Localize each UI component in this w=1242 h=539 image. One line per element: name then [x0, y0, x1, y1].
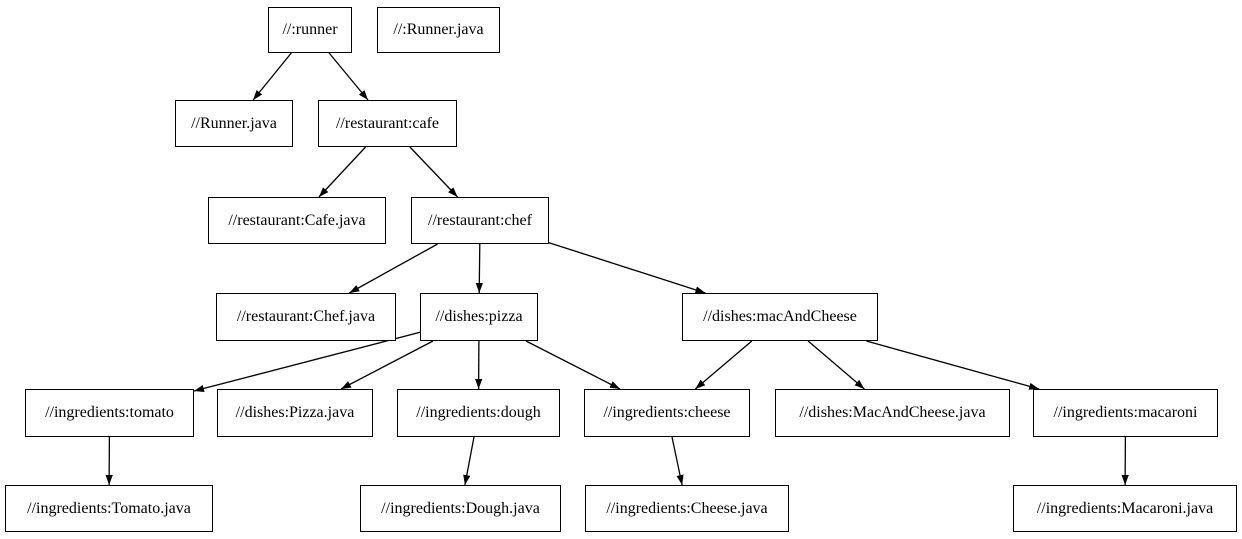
graph-node-chef: //restaurant:chef: [411, 197, 549, 244]
graph-node-chef-java: //restaurant:Chef.java: [216, 293, 396, 341]
graph-node-dough: //ingredients:dough: [397, 389, 560, 437]
edge-cafe-to-chef: [409, 146, 459, 198]
graph-node-pizza-java: //dishes:Pizza.java: [217, 389, 373, 437]
graph-node-label: //dishes:macAndCheese: [703, 308, 857, 325]
edge-cheese-to-cheese-java: [671, 436, 684, 486]
graph-node-macandcheese-java: //dishes:MacAndCheese.java: [775, 389, 1010, 437]
edge-chef-to-macandcheese: [548, 242, 706, 294]
graph-node-runner-java: //Runner.java: [175, 100, 293, 147]
graph-node-label: //restaurant:cafe: [335, 114, 440, 132]
graph-node-macaroni-java: //ingredients:Macaroni.java: [1013, 485, 1237, 532]
graph-node-label: //restaurant:Cafe.java: [228, 211, 366, 229]
graph-node-label: //:Runner.java: [393, 21, 484, 38]
graph-node-cheese: //ingredients:cheese: [584, 389, 750, 437]
graph-node-label: //ingredients:cheese: [603, 404, 731, 421]
graph-node-cheese-java: //ingredients:Cheese.java: [585, 485, 789, 532]
edge-pizza-to-tomato: [193, 331, 421, 392]
graph-node-macaroni: //ingredients:macaroni: [1033, 389, 1218, 437]
graph-node-label: //dishes:Pizza.java: [235, 404, 355, 421]
edge-pizza-to-pizza-java: [340, 340, 434, 390]
graph-node-label: //ingredients:Macaroni.java: [1036, 499, 1214, 517]
graph-node-label: //ingredients:macaroni: [1053, 404, 1198, 421]
graph-node-label: //ingredients:Tomato.java: [27, 499, 191, 517]
graph-node-cafe: //restaurant:cafe: [318, 100, 457, 147]
edge-pizza-to-cheese: [525, 340, 621, 390]
graph-node-pizza: //dishes:pizza: [420, 293, 538, 341]
graph-node-label: //restaurant:chef: [428, 211, 532, 229]
graph-node-runner-java-file: //:Runner.java: [377, 7, 500, 53]
graph-node-label: //:runner: [282, 21, 338, 38]
edge-runner-to-runner-java: [252, 52, 292, 101]
graph-node-macandcheese: //dishes:macAndCheese: [682, 293, 878, 341]
graph-node-dough-java: //ingredients:Dough.java: [360, 485, 561, 532]
edge-chef-to-chef-java: [348, 243, 438, 294]
edge-dough-to-dough-java: [463, 436, 475, 486]
graph-node-cafe-java: //restaurant:Cafe.java: [208, 197, 386, 244]
graph-node-label: //ingredients:Dough.java: [381, 499, 540, 517]
edge-runner-to-cafe: [328, 52, 369, 101]
edge-cafe-to-cafe-java: [318, 146, 367, 198]
graph-node-tomato: //ingredients:tomato: [25, 389, 194, 437]
graph-node-label: //dishes:MacAndCheese.java: [799, 404, 986, 421]
graph-node-label: //Runner.java: [191, 114, 277, 132]
edge-macandcheese-to-cheese: [694, 340, 753, 390]
graph-node-label: //restaurant:Chef.java: [236, 308, 376, 325]
graph-node-label: //ingredients:Cheese.java: [606, 499, 768, 517]
graph-node-label: //dishes:pizza: [435, 308, 523, 325]
graph-node-tomato-java: //ingredients:Tomato.java: [5, 485, 213, 532]
edge-chef-to-pizza: [475, 243, 483, 294]
edge-macandcheese-to-macaroni: [866, 340, 1040, 390]
edge-macandcheese-to-macandcheese-java: [807, 340, 865, 390]
graph-node-label: //ingredients:tomato: [45, 404, 174, 421]
graph-node-label: //ingredients:dough: [416, 404, 541, 421]
graph-node-runner: //:runner: [268, 7, 352, 53]
